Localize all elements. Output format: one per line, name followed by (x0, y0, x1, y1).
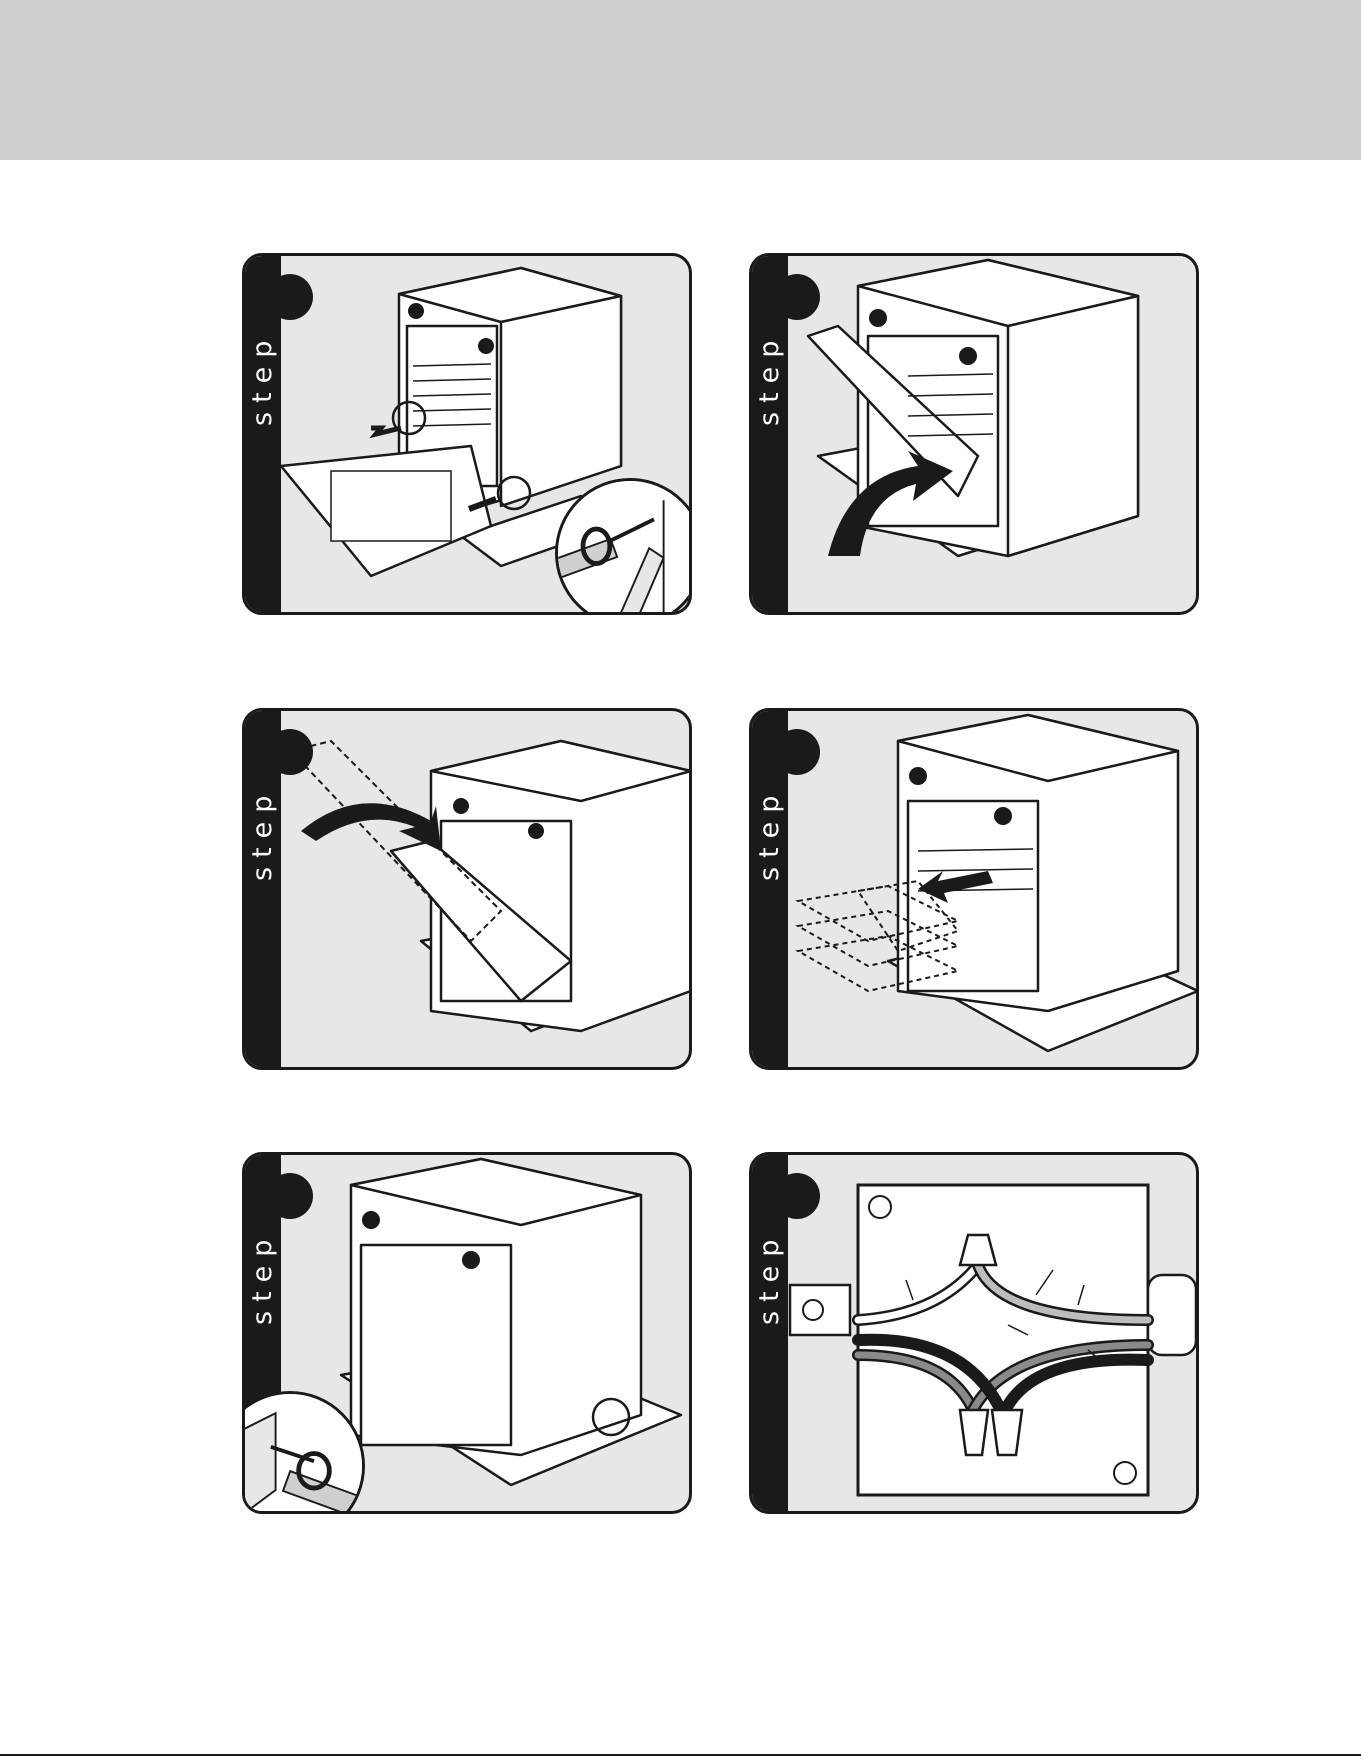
oven-door-detach-illustration (281, 711, 691, 1067)
step-label: step (247, 1215, 278, 1325)
step-panel-6: step (749, 1152, 1199, 1514)
step-panel-4: step (749, 708, 1199, 1070)
junction-box-wiring-illustration (788, 1155, 1198, 1511)
step-panel-5: step (242, 1152, 692, 1514)
step-panel-2: step (749, 253, 1199, 615)
step-label: step (754, 1215, 785, 1325)
step-label: step (754, 771, 785, 881)
footer-rule (0, 1754, 1361, 1756)
step-panel-3: step (242, 708, 692, 1070)
step-label: step (754, 316, 785, 426)
step-panel-1: step (242, 253, 692, 615)
step-label: step (247, 771, 278, 881)
header-band (0, 0, 1361, 160)
oven-door-lift-illustration (788, 256, 1198, 612)
step-label: step (247, 316, 278, 426)
screwdriver-hinge-detail (558, 481, 692, 615)
oven-racks-removal-illustration (788, 711, 1198, 1067)
